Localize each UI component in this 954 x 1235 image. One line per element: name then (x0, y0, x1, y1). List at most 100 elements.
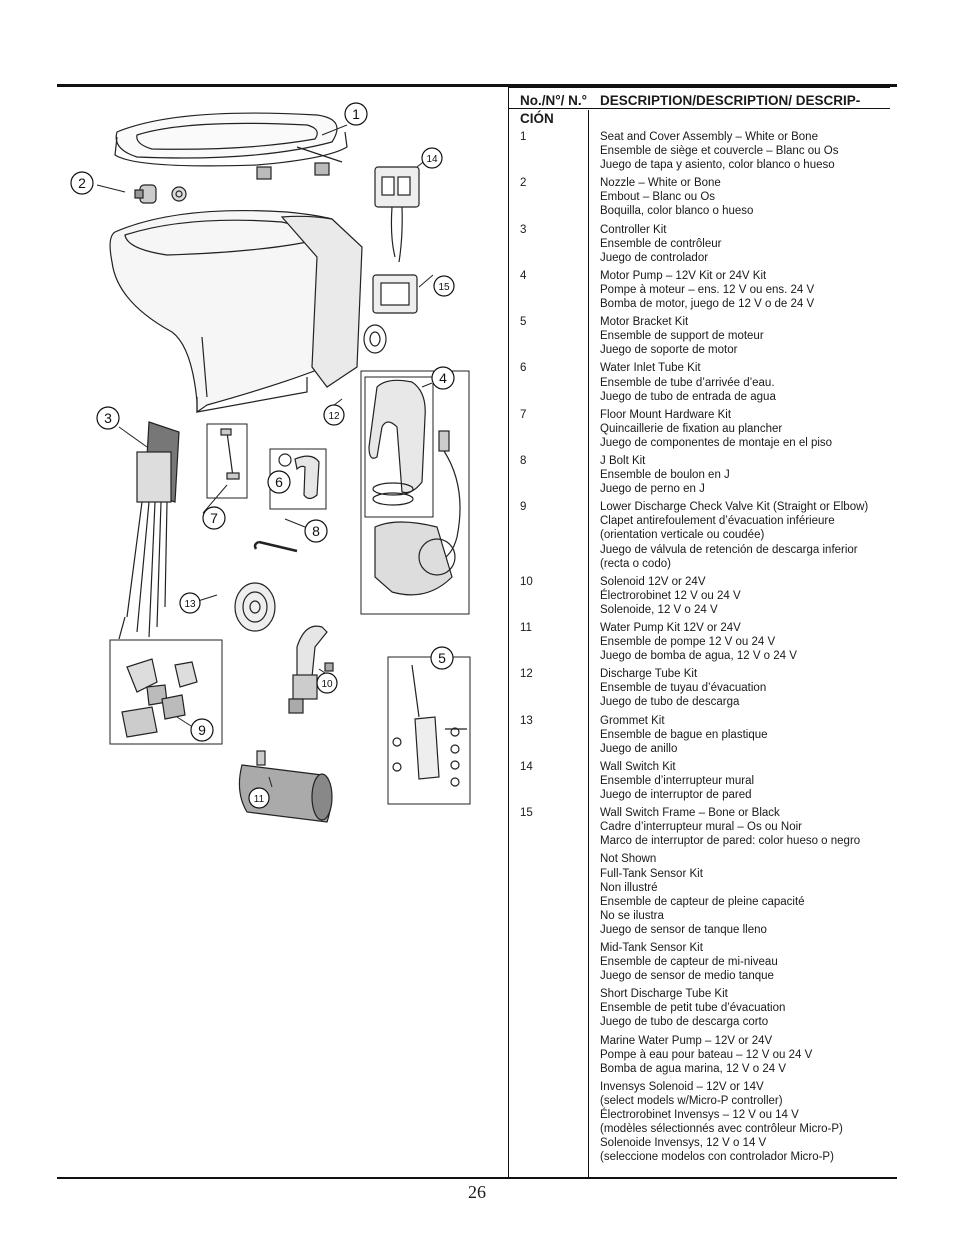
description-line: (modèles sélectionnés avec contrôleur Mi… (600, 1123, 843, 1136)
description-line: Water Inlet Tube Kit (600, 362, 701, 375)
description-line: Ensemble de support de moteur (600, 330, 764, 343)
description-line: Ensemble d’interrupteur mural (600, 774, 755, 787)
callout-label-6: 6 (275, 474, 283, 490)
description-line: Lower Discharge Check Valve Kit (Straigh… (600, 501, 869, 514)
description-line: Juego de tapa y asiento, color blanco o … (600, 159, 835, 172)
description-line: Juego de sensor de tanque lleno (600, 923, 767, 936)
callout-label-1: 1 (352, 106, 360, 122)
part-number: 7 (520, 408, 527, 421)
description-line: Solenoide Invensys, 12 V o 14 V (600, 1137, 767, 1150)
controller-drawing (118, 421, 180, 640)
part-number: 2 (520, 177, 527, 190)
motor-pump-box (360, 370, 470, 615)
callout-8 (304, 519, 328, 543)
description-line: Ensemble de bague en plastique (600, 728, 768, 741)
description-line: (orientation verticale ou coudée) (600, 529, 765, 542)
parts-table: No./N°/ N.° DESCRIPTION/DESCRIPTION/ DES… (508, 87, 890, 1177)
description-line: Wall Switch Frame – Bone or Black (600, 807, 780, 820)
part-number: 9 (520, 501, 527, 514)
description-line: Ensemble de tube d’arrivée d’eau. (600, 376, 775, 389)
callout-4 (431, 366, 455, 390)
part-number (509, 987, 600, 1029)
description-line: Water Pump Kit 12V or 24V (600, 622, 741, 634)
part-number: 1 (520, 131, 527, 143)
description-line: Mid-Tank Sensor Kit (600, 941, 703, 954)
description-line: J Bolt Kit (600, 454, 646, 467)
seat-cover-drawing (114, 112, 348, 180)
description-line: Full-Tank Sensor Kit (600, 867, 703, 880)
description-line: Cadre d’interrupteur mural – Os ou Noir (600, 821, 802, 834)
description-line: (seleccione modelos con controlador Micr… (600, 1151, 834, 1164)
part-number (509, 1080, 600, 1165)
part-number: 14 (520, 760, 533, 773)
description-line: Ensemble de petit tube d’évacuation (600, 1002, 786, 1015)
description-line: Juego de soporte de motor (600, 344, 738, 357)
motor-pump-drawing (364, 376, 461, 596)
motor-bracket-box (387, 656, 471, 805)
description-line: Short Discharge Tube Kit (600, 988, 728, 1001)
description-line: Juego de controlador (600, 251, 709, 264)
callout-label-3: 3 (104, 410, 112, 426)
description-line: Juego de tubo de entrada de agua (600, 390, 776, 403)
description-line: Électrorobinet Invensys – 12 V ou 14 V (600, 1109, 799, 1121)
description-line: Wall Switch Kit (600, 760, 676, 773)
description-line: Quincaillerie de fixation au plancher (600, 422, 783, 435)
description-line: Juego de interruptor de pared (600, 789, 752, 802)
description-line: Pompe à eau pour bateau – 12 V ou 24 V (600, 1048, 813, 1061)
description-line: Controller Kit (600, 223, 667, 236)
part-number (509, 852, 600, 937)
description-line: Juego de perno en J (600, 483, 705, 496)
description-line: Embout – Blanc ou Os (600, 191, 716, 204)
bottom-rule (57, 1177, 897, 1179)
water-inlet-tube-drawing (278, 453, 320, 500)
description-line: Boquilla, color blanco o hueso (600, 205, 754, 218)
floor-mount-box (206, 423, 248, 499)
callout-6 (267, 470, 291, 494)
description-line: Juego de tubo de descarga corto (600, 1016, 769, 1029)
description-line: Solenoid 12V or 24V (600, 575, 706, 588)
callout-label-4: 4 (439, 370, 447, 386)
description-line: Not Shown (600, 853, 657, 866)
description-line: Électrorobinet 12 V ou 24 V (600, 589, 741, 602)
callout-7 (202, 506, 226, 530)
description-line: Marine Water Pump – 12V or 24V (600, 1034, 773, 1047)
callout-15 (433, 275, 455, 297)
header-description-continued: CIÓN (520, 111, 554, 126)
callout-12 (323, 404, 345, 426)
part-number (509, 1034, 600, 1076)
grommet-small-drawing (363, 324, 387, 354)
description-line: No se ilustra (600, 909, 664, 922)
callout-label-9: 9 (198, 722, 206, 738)
description-line: Juego de anillo (600, 742, 678, 755)
description-line: Clapet antirefoulement d’évacuation infé… (600, 515, 835, 528)
description-line: Invensys Solenoid – 12V or 14V (600, 1080, 764, 1093)
description-line: Juego de tubo de descarga (600, 696, 740, 709)
description-line: Juego de componentes de montaje en el pi… (600, 436, 833, 449)
callout-5 (430, 646, 454, 670)
floor-mount-drawing (220, 428, 240, 480)
water-pump-drawing (238, 750, 333, 823)
part-number: 10 (520, 575, 533, 588)
description-line: Ensemble de boulon en J (600, 469, 730, 482)
callout-13 (179, 592, 201, 614)
description-line: Ensemble de contrôleur (600, 237, 722, 250)
callout-label-8: 8 (312, 523, 320, 539)
grommet-kit-drawing (234, 582, 276, 632)
j-bolt-drawing (253, 540, 298, 553)
part-number: 3 (520, 223, 527, 236)
